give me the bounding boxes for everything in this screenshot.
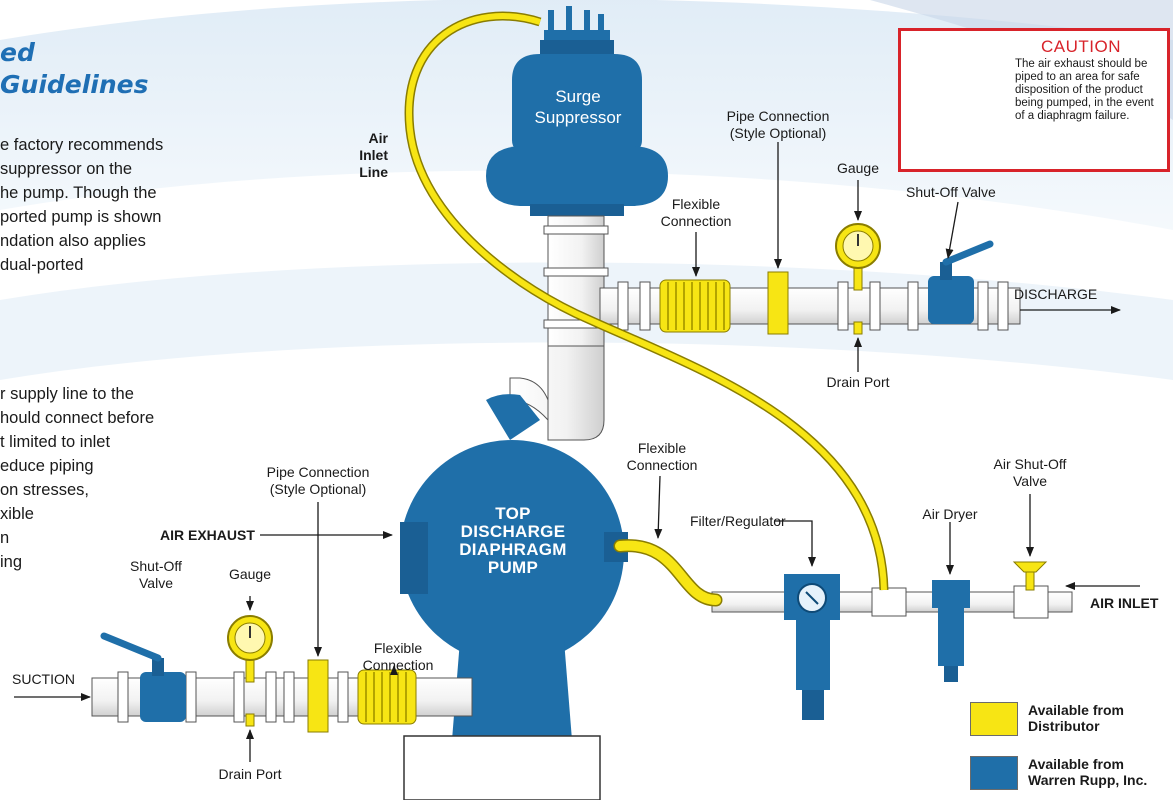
intro-line: hould connect before bbox=[0, 409, 155, 427]
label-line: Connection bbox=[362, 657, 434, 673]
flexible-connection-top bbox=[659, 279, 731, 333]
legend-swatch-distributor bbox=[970, 702, 1018, 736]
shutoff-valve-bottom bbox=[100, 632, 186, 722]
pipe-connection-bottom bbox=[307, 659, 329, 733]
air-supply-line bbox=[711, 585, 1073, 619]
gauge-bottom bbox=[227, 615, 273, 727]
intro-line: ing bbox=[0, 553, 23, 571]
label-line: (Style Optional) bbox=[269, 481, 367, 497]
filter-regulator-label: Filter/Regulator bbox=[690, 513, 786, 529]
air-inlet-line-label: Air Inlet Line bbox=[336, 130, 388, 181]
intro-line: he pump. Though the bbox=[0, 184, 157, 202]
intro-line: xible bbox=[0, 505, 34, 523]
legend-line: Available from bbox=[1028, 702, 1124, 718]
suction-label: SUCTION bbox=[12, 671, 75, 687]
legend-line: Distributor bbox=[1028, 718, 1100, 734]
legend-label-warren-rupp: Available from Warren Rupp, Inc. bbox=[1028, 756, 1147, 788]
surge-label-line: Surge bbox=[555, 87, 601, 106]
surge-suppressor-label: Surge Suppressor bbox=[520, 86, 636, 128]
pipe-connection-top bbox=[767, 271, 789, 335]
legend-line: Warren Rupp, Inc. bbox=[1028, 772, 1148, 788]
pipe-connection-top-label: Pipe Connection (Style Optional) bbox=[708, 108, 848, 142]
pump-label-line: PUMP bbox=[487, 558, 539, 577]
caution-panel: CAUTION The air exhaust should be piped … bbox=[898, 28, 1170, 172]
shutoff-valve-bottom-label: Shut-Off Valve bbox=[116, 558, 196, 592]
air-dryer-label: Air Dryer bbox=[922, 506, 978, 522]
intro-line: e factory recommends bbox=[0, 136, 164, 154]
label-line: Connection bbox=[626, 457, 698, 473]
callout-lines bbox=[14, 142, 1140, 762]
pump-label-line: DIAPHRAGM bbox=[459, 540, 567, 559]
intro-line: suppressor on the bbox=[0, 160, 133, 178]
shutoff-valve-top bbox=[928, 240, 994, 324]
air-shutoff-valve-label: Air Shut-Off Valve bbox=[978, 456, 1082, 490]
label-line: Flexible bbox=[373, 640, 423, 656]
pump-label-line: DISCHARGE bbox=[460, 522, 566, 541]
label-line: Air Inlet bbox=[359, 130, 388, 163]
surge-label-line: Suppressor bbox=[534, 108, 622, 127]
intro-line: t limited to inlet bbox=[0, 433, 111, 451]
pipe-connection-bottom-label: Pipe Connection (Style Optional) bbox=[250, 464, 386, 498]
drain-port-bottom-label: Drain Port bbox=[218, 766, 282, 782]
label-line: (Style Optional) bbox=[729, 125, 827, 141]
discharge-label: DISCHARGE bbox=[1014, 286, 1098, 302]
caution-title: CAUTION bbox=[1041, 37, 1121, 56]
label-line: Flexible bbox=[671, 196, 721, 212]
label-line: Valve bbox=[139, 575, 173, 591]
intro-line: r supply line to the bbox=[0, 385, 134, 403]
label-line: Flexible bbox=[637, 440, 687, 456]
intro-line: ndation also applies bbox=[0, 232, 146, 250]
label-line: Line bbox=[359, 164, 388, 180]
intro-line: ported pump is shown bbox=[0, 208, 162, 226]
legend-swatch-warren-rupp bbox=[970, 756, 1018, 790]
intro-line: n bbox=[0, 529, 10, 547]
label-line: Connection bbox=[660, 213, 732, 229]
flexible-connection-top-label: Flexible Connection bbox=[644, 196, 748, 230]
air-inlet-label: AIR INLET bbox=[1090, 595, 1159, 611]
heading-line2: Guidelines bbox=[0, 70, 149, 99]
flexible-connection-mid-label: Flexible Connection bbox=[610, 440, 714, 474]
label-line: Valve bbox=[1013, 473, 1047, 489]
flexible-connection-bottom bbox=[357, 669, 417, 725]
pump-label: TOP DISCHARGE DIAPHRAGM PUMP bbox=[418, 505, 608, 577]
air-inlet-hose bbox=[404, 11, 889, 591]
filter-regulator bbox=[784, 574, 840, 720]
air-dryer bbox=[932, 580, 970, 682]
heading-line1: ed bbox=[0, 38, 35, 67]
flexible-connection-bottom-label: Flexible Connection bbox=[346, 640, 450, 674]
label-line: Air Shut-Off bbox=[993, 456, 1067, 472]
pump-label-line: TOP bbox=[495, 504, 531, 523]
air-shutoff-valve bbox=[1012, 561, 1048, 591]
gauge-bottom-label: Gauge bbox=[228, 566, 272, 582]
label-line: Shut-Off bbox=[130, 558, 182, 574]
shutoff-valve-top-label: Shut-Off Valve bbox=[906, 184, 996, 200]
label-line: Pipe Connection bbox=[266, 464, 370, 480]
legend-label-distributor: Available from Distributor bbox=[1028, 702, 1124, 734]
standpipe bbox=[509, 215, 609, 441]
legend-line: Available from bbox=[1028, 756, 1124, 772]
gauge-top bbox=[835, 223, 881, 335]
intro-line: educe piping bbox=[0, 457, 94, 475]
air-exhaust-label: AIR EXHAUST bbox=[160, 527, 255, 543]
surge-suppressor bbox=[486, 6, 668, 216]
drain-port-top-label: Drain Port bbox=[826, 374, 890, 390]
intro-line: on stresses, bbox=[0, 481, 89, 499]
caution-text: The air exhaust should be piped to an ar… bbox=[1015, 58, 1154, 122]
pump-body bbox=[400, 394, 628, 800]
label-line: Pipe Connection bbox=[726, 108, 830, 124]
intro-line: dual-ported bbox=[0, 256, 84, 274]
gauge-top-label: Gauge bbox=[836, 160, 880, 176]
